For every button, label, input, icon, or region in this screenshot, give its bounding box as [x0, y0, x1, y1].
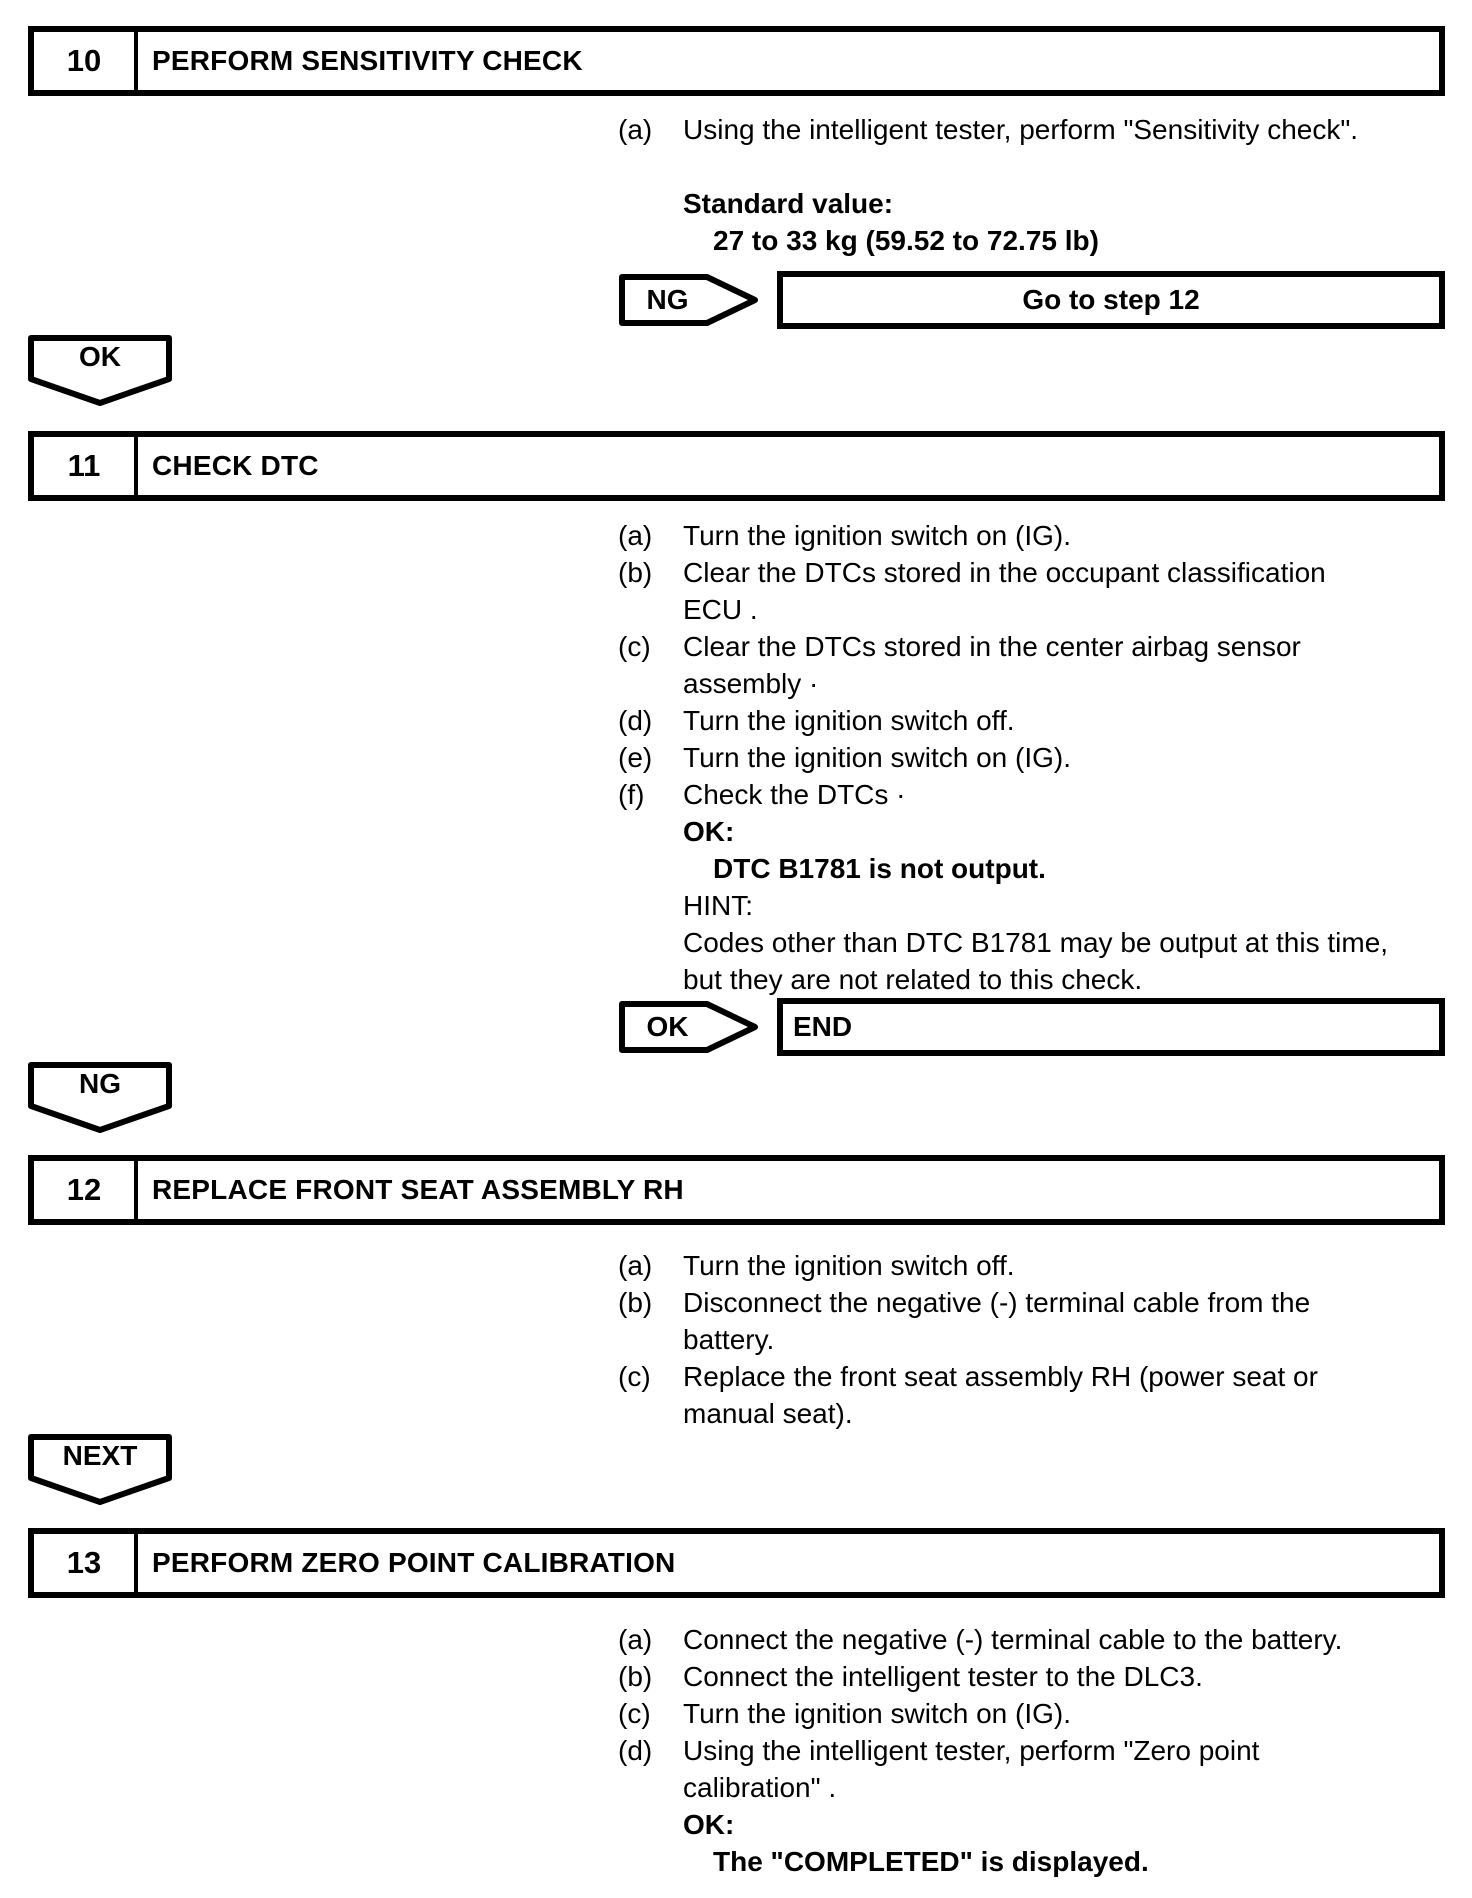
instruction-row: (a) Using the intelligent tester, perfor…	[618, 111, 1445, 148]
hint-label: HINT:	[683, 890, 753, 921]
step-title: PERFORM ZERO POINT CALIBRATION	[152, 1547, 676, 1578]
step-12-header: 12 REPLACE FRONT SEAT ASSEMBLY RH	[28, 1155, 1445, 1225]
continuation-line: calibration" .	[683, 1772, 837, 1803]
continuation-line: battery.	[683, 1324, 775, 1355]
step-number: 11	[34, 437, 138, 495]
item-text: Turn the ignition switch off.	[683, 1250, 1015, 1281]
step-11-body: (a) Turn the ignition switch on (IG). (b…	[28, 517, 1445, 998]
instruction-row: (d) Using the intelligent tester, perfor…	[618, 1732, 1445, 1769]
ng-connector-icon: NG	[28, 1062, 172, 1133]
ok-criteria-label: OK:	[683, 816, 735, 847]
item-text: Replace the front seat assembly RH (powe…	[683, 1361, 1318, 1392]
item-text: Disconnect the negative (-) terminal cab…	[683, 1287, 1311, 1318]
step-11-header: 11 CHECK DTC	[28, 431, 1445, 501]
continuation-line: manual seat).	[683, 1398, 853, 1429]
instruction-row: (b) Clear the DTCs stored in the occupan…	[618, 554, 1445, 591]
item-text: Turn the ignition switch on (IG).	[683, 742, 1072, 773]
ok-arrow-icon: OK	[619, 1001, 758, 1053]
item-label: (b)	[618, 1661, 653, 1692]
decision-tag: NG	[646, 284, 689, 315]
decision-action-box: Go to step 12	[777, 271, 1445, 329]
instruction-row: (d) Turn the ignition switch off.	[618, 702, 1445, 739]
connector-label: NEXT	[62, 1440, 138, 1471]
instruction-row: (f) Check the DTCs ·	[618, 776, 1445, 813]
connector-label: NG	[79, 1068, 121, 1099]
item-text: Clear the DTCs stored in the occupant cl…	[683, 557, 1326, 588]
step-title: PERFORM SENSITIVITY CHECK	[152, 45, 583, 76]
next-connector-icon: NEXT	[28, 1434, 172, 1505]
ng-arrow-icon: NG	[619, 274, 758, 326]
item-text: Using the intelligent tester, perform "Z…	[683, 1735, 1260, 1766]
step-10-header: 10 PERFORM SENSITIVITY CHECK	[28, 26, 1445, 96]
instruction-row: (a) Turn the ignition switch on (IG).	[618, 517, 1445, 554]
step-title: REPLACE FRONT SEAT ASSEMBLY RH	[152, 1174, 684, 1205]
step-12-body: (a) Turn the ignition switch off. (b) Di…	[28, 1247, 1445, 1432]
instruction-row: (c) Turn the ignition switch on (IG).	[618, 1695, 1445, 1732]
item-label: (d)	[618, 1735, 653, 1766]
item-label: (b)	[618, 1287, 653, 1318]
spec-value: 27 to 33 kg (59.52 to 72.75 lb)	[713, 225, 1099, 256]
instruction-row: (e) Turn the ignition switch on (IG).	[618, 739, 1445, 776]
step-number: 13	[34, 1534, 138, 1592]
item-text: Connect the negative (-) terminal cable …	[683, 1624, 1343, 1655]
step-13-body: (a) Connect the negative (-) terminal ca…	[28, 1621, 1445, 1880]
hint-line: Codes other than DTC B1781 may be output…	[683, 927, 1389, 958]
instruction-row: (b) Connect the intelligent tester to th…	[618, 1658, 1445, 1695]
item-text: Clear the DTCs stored in the center airb…	[683, 631, 1301, 662]
spec-label: Standard value:	[683, 188, 894, 219]
step-title: CHECK DTC	[152, 450, 319, 481]
ok-connector-icon: OK	[28, 335, 172, 406]
item-label: (e)	[618, 742, 653, 773]
item-text: Turn the ignition switch on (IG).	[683, 520, 1072, 551]
decision-row-ng: NG Go to step 12	[619, 271, 1445, 329]
item-label: (c)	[618, 631, 651, 662]
spacer-row	[28, 148, 1445, 185]
item-text: Check the DTCs ·	[683, 779, 906, 810]
item-label: (b)	[618, 557, 653, 588]
item-text: Connect the intelligent tester to the DL…	[683, 1661, 1203, 1692]
item-label: (a)	[618, 1624, 653, 1655]
item-label: (a)	[618, 520, 653, 551]
item-label: (c)	[618, 1361, 651, 1392]
decision-row-ok: OK END	[619, 998, 1445, 1056]
item-label: (d)	[618, 705, 653, 736]
ok-criteria-label: OK:	[683, 1809, 735, 1840]
continuation-line: assembly ·	[683, 668, 819, 699]
instruction-row: (a) Connect the negative (-) terminal ca…	[618, 1621, 1445, 1658]
decision-action-box: END	[777, 998, 1445, 1056]
decision-tag: OK	[646, 1011, 689, 1042]
step-number: 10	[34, 32, 138, 90]
hint-line: but they are not related to this check.	[683, 964, 1143, 995]
step-number: 12	[34, 1161, 138, 1219]
step-13-header: 13 PERFORM ZERO POINT CALIBRATION	[28, 1528, 1445, 1598]
item-label: (a)	[618, 1250, 653, 1281]
continuation-line: ECU .	[683, 594, 758, 625]
item-label: (f)	[618, 779, 645, 810]
instruction-row: (a) Turn the ignition switch off.	[618, 1247, 1445, 1284]
ok-criteria-value: The "COMPLETED" is displayed.	[713, 1846, 1149, 1877]
item-label: (a)	[618, 114, 653, 145]
item-text: Turn the ignition switch on (IG).	[683, 1698, 1072, 1729]
instruction-row: (c) Clear the DTCs stored in the center …	[618, 628, 1445, 665]
instruction-row: (c) Replace the front seat assembly RH (…	[618, 1358, 1445, 1395]
ok-criteria-value: DTC B1781 is not output.	[713, 853, 1046, 884]
item-text: Using the intelligent tester, perform "S…	[683, 114, 1359, 145]
instruction-row: (b) Disconnect the negative (-) terminal…	[618, 1284, 1445, 1321]
item-label: (c)	[618, 1698, 651, 1729]
step-10-body: (a) Using the intelligent tester, perfor…	[28, 111, 1445, 259]
connector-label: OK	[79, 341, 121, 372]
item-text: Turn the ignition switch off.	[683, 705, 1015, 736]
